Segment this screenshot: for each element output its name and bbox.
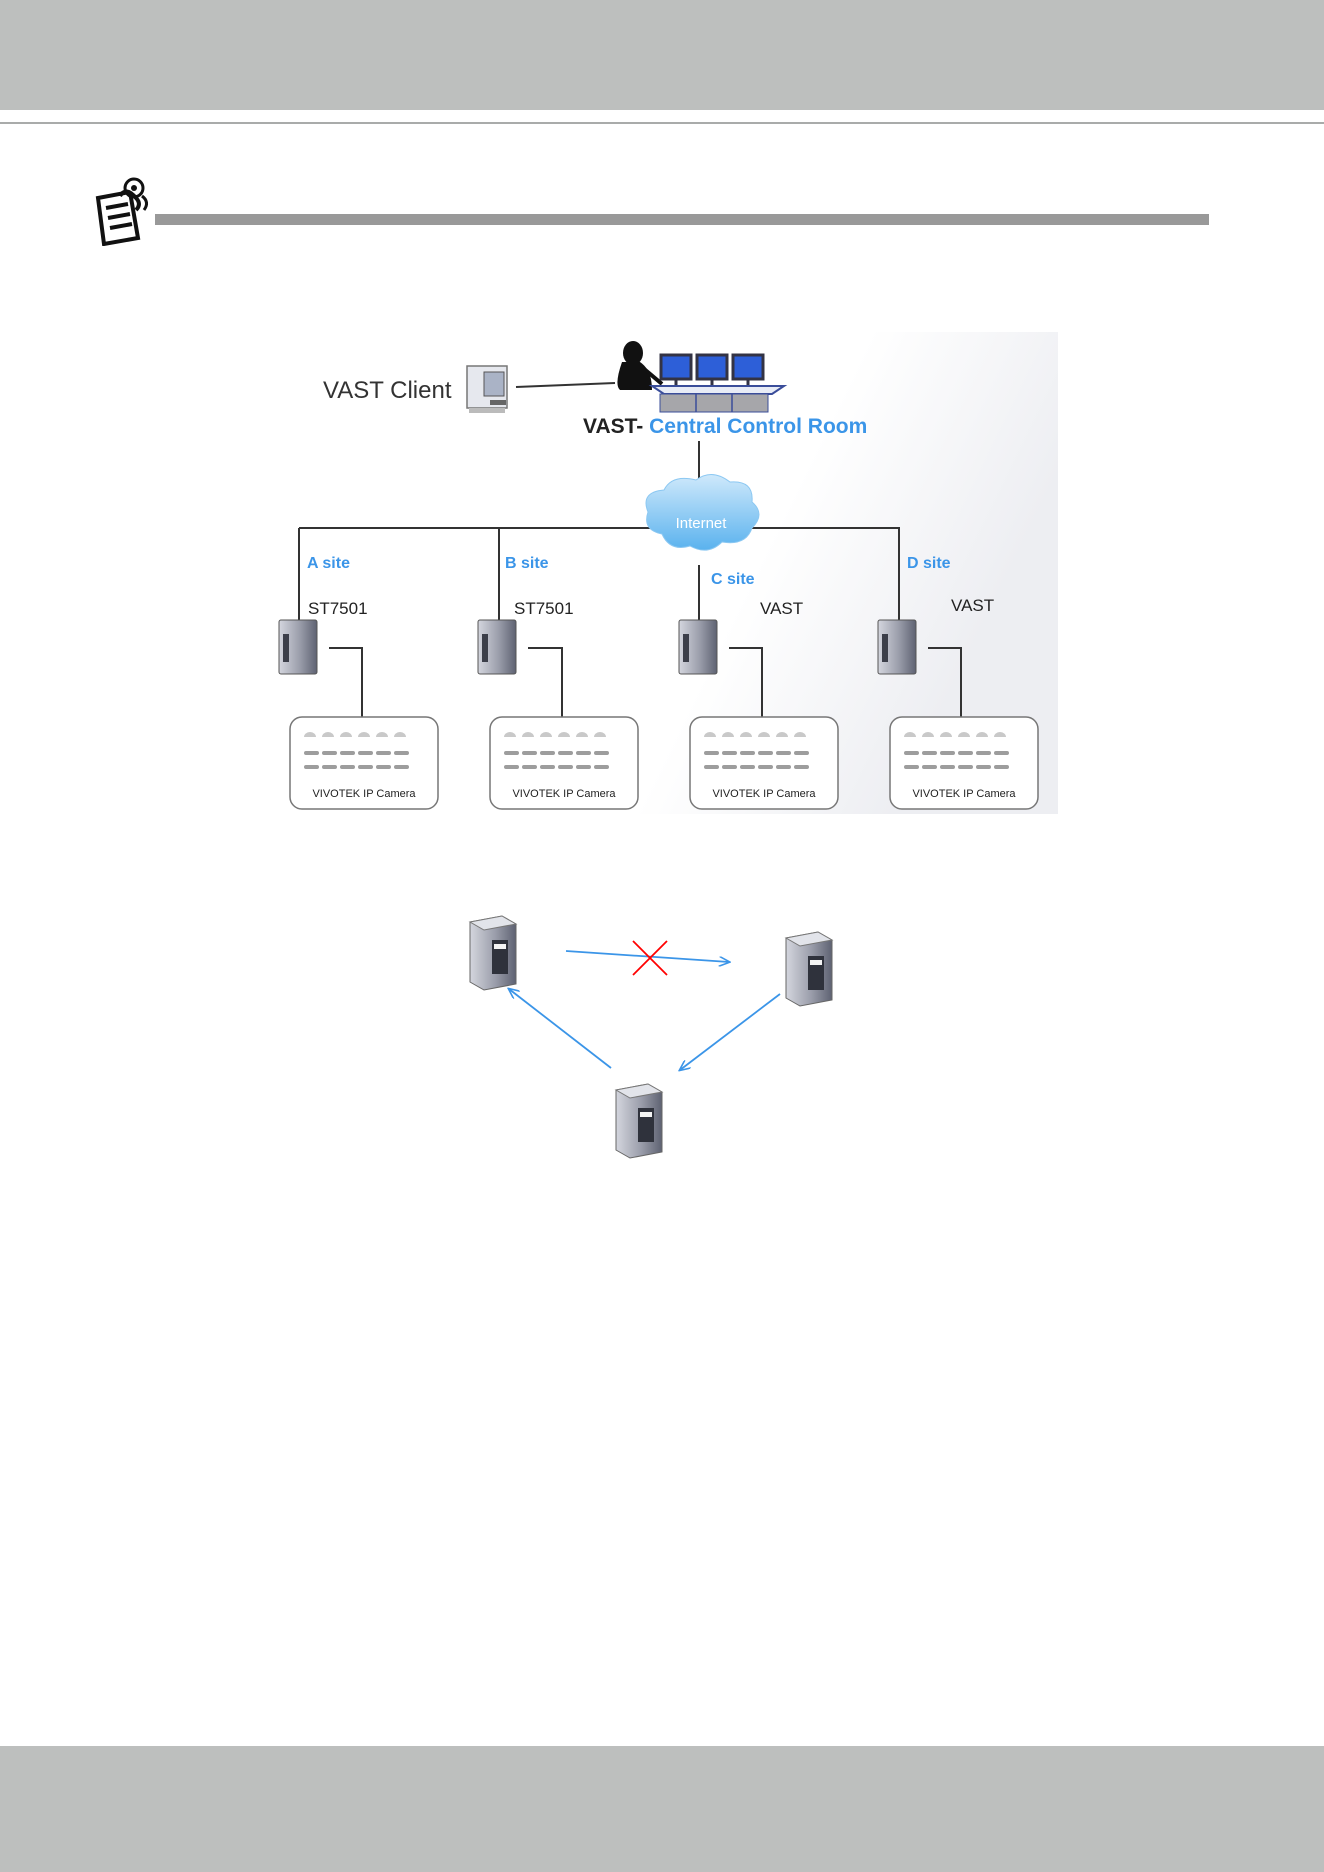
camera-icon: VIVOTEK IP Camera [690, 717, 838, 809]
server-icon [478, 620, 516, 674]
site-server-label: ST7501 [308, 599, 368, 618]
server-icon [616, 1084, 662, 1158]
camera-icon: VIVOTEK IP Camera [490, 717, 638, 809]
vast-client-label: VAST Client [323, 377, 452, 404]
server-icon [679, 620, 717, 674]
camera-label: VIVOTEK IP Camera [512, 788, 616, 800]
server-icon [786, 932, 832, 1006]
server-icon [878, 620, 916, 674]
server-icon [470, 916, 516, 990]
site-server-label: VAST [760, 599, 803, 618]
workstation-icon [467, 366, 507, 413]
site-name: B site [505, 555, 549, 572]
site-name: A site [307, 555, 350, 572]
footer-band [0, 1746, 1324, 1872]
site-name: C site [711, 571, 755, 588]
camera-label: VIVOTEK IP Camera [712, 788, 816, 800]
central-control-room-label: VAST- Central Control Room [583, 415, 867, 438]
camera-icon: VIVOTEK IP Camera [890, 717, 1038, 809]
internet-label: Internet [676, 515, 728, 532]
camera-icon: VIVOTEK IP Camera [290, 717, 438, 809]
camera-label: VIVOTEK IP Camera [312, 788, 416, 800]
site-name: D site [907, 555, 951, 572]
server-icon [279, 620, 317, 674]
camera-label: VIVOTEK IP Camera [912, 788, 1016, 800]
site-server-label: VAST [951, 596, 994, 615]
site-server-label: ST7501 [514, 599, 574, 618]
